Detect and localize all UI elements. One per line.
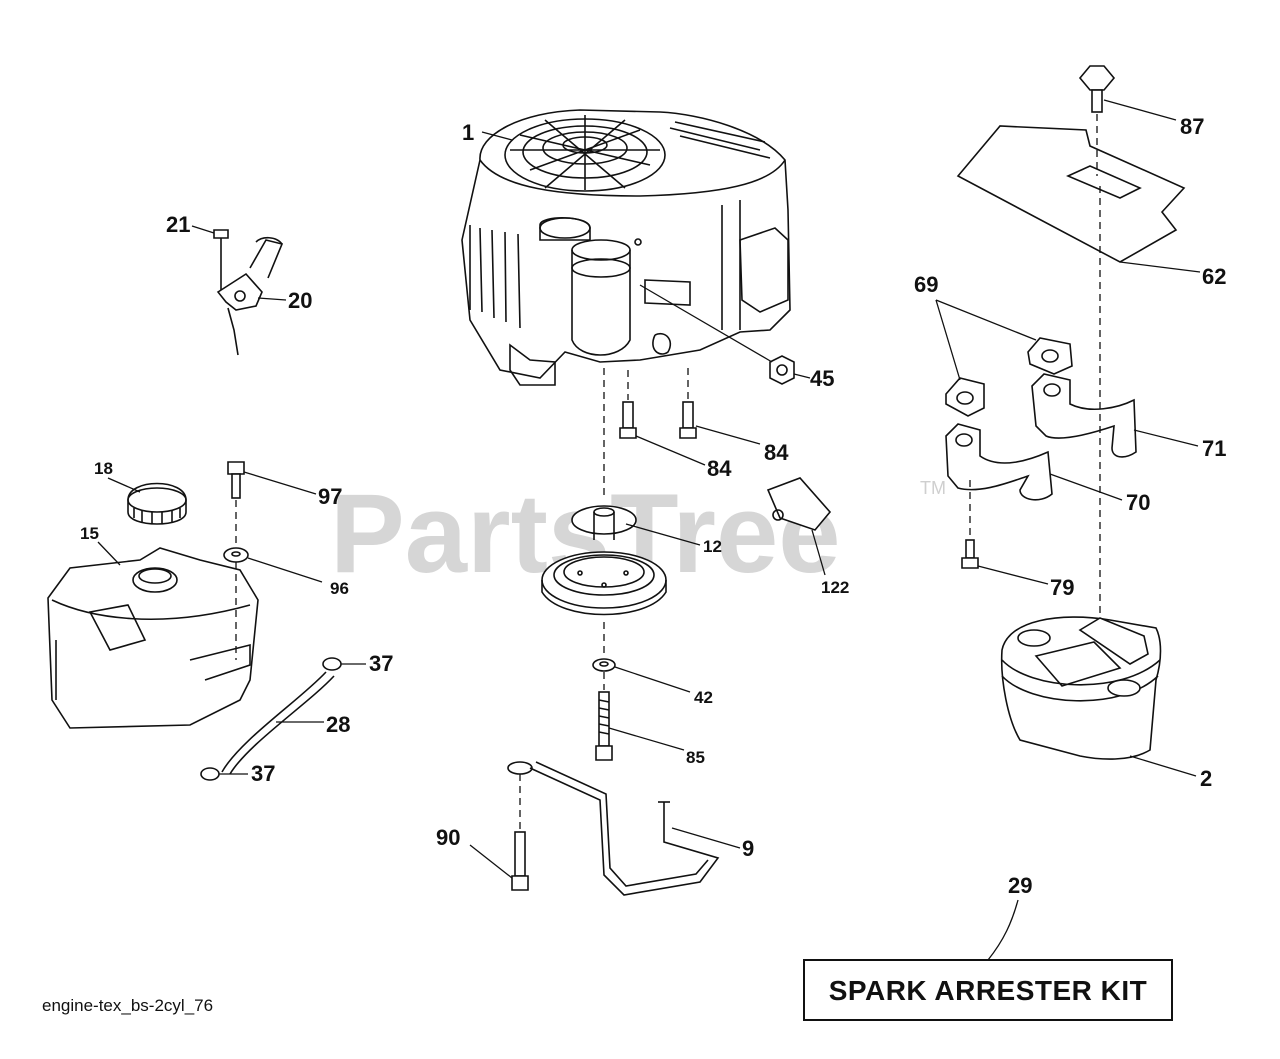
callout-62[interactable]: 62	[1202, 264, 1226, 289]
callout-28[interactable]: 28	[326, 712, 350, 737]
bracket-bolt-part[interactable]	[469, 774, 529, 891]
callout-9[interactable]: 9	[742, 836, 754, 861]
fuel-tank-part[interactable]	[47, 541, 259, 729]
callout-87[interactable]: 87	[1180, 114, 1204, 139]
callout-42[interactable]: 42	[694, 688, 713, 707]
callout-84a[interactable]: 84	[707, 456, 732, 481]
callout-20[interactable]: 20	[288, 288, 312, 313]
pulley-bolt-part[interactable]	[595, 672, 685, 761]
pulley-part[interactable]	[541, 368, 701, 616]
callout-21[interactable]: 21	[166, 212, 190, 237]
bracket-part[interactable]	[507, 761, 741, 896]
callout-97[interactable]: 97	[318, 484, 342, 509]
callout-70[interactable]: 70	[1126, 490, 1150, 515]
callout-71[interactable]: 71	[1202, 436, 1226, 461]
callout-18[interactable]: 18	[94, 459, 113, 478]
muffler-part[interactable]	[1000, 186, 1197, 777]
callout-85[interactable]: 85	[686, 748, 705, 767]
callout-2[interactable]: 2	[1200, 766, 1212, 791]
callout-1[interactable]: 1	[462, 120, 474, 145]
callout-84b[interactable]: 84	[764, 440, 789, 465]
exhaust-pipe-left-part[interactable]	[945, 423, 1123, 501]
throttle-screw-part[interactable]	[191, 225, 229, 290]
throttle-control-part[interactable]	[216, 236, 287, 356]
callout-37b[interactable]: 37	[251, 761, 275, 786]
callout-69[interactable]: 69	[914, 272, 938, 297]
exhaust-gasket-part[interactable]	[935, 299, 1073, 417]
shield-knob-part[interactable]	[1078, 65, 1177, 176]
engine-bolt-part[interactable]	[619, 368, 761, 466]
callout-122[interactable]: 122	[821, 578, 849, 597]
spark-arrester-kit[interactable]: SPARK ARRESTER KIT	[803, 899, 1173, 1021]
muffler-bolt-part[interactable]	[961, 480, 1049, 585]
callout-90[interactable]: 90	[436, 825, 460, 850]
exhaust-pipe-right-part[interactable]	[1031, 373, 1199, 458]
heat-shield-part[interactable]	[956, 125, 1201, 273]
engine-part[interactable]	[461, 109, 791, 386]
callout-79[interactable]: 79	[1050, 575, 1074, 600]
diagram-code: engine-tex_bs-2cyl_76	[42, 996, 213, 1015]
hose-clamp-lower-part[interactable]	[200, 767, 248, 781]
watermark-trademark: TM	[920, 478, 946, 498]
callout-12[interactable]: 12	[703, 537, 722, 556]
callout-15[interactable]: 15	[80, 524, 99, 543]
fuel-cap-part[interactable]	[107, 477, 187, 525]
callout-45[interactable]: 45	[810, 366, 834, 391]
hose-clamp-upper-part[interactable]	[322, 657, 366, 671]
fuel-line-part[interactable]	[221, 671, 335, 775]
spark-arrester-kit-label: SPARK ARRESTER KIT	[829, 975, 1148, 1006]
callout-37a[interactable]: 37	[369, 651, 393, 676]
nut-part[interactable]	[639, 284, 811, 385]
clip-part[interactable]	[766, 477, 832, 576]
tank-washer-part[interactable]	[223, 500, 323, 660]
washer-42-part[interactable]	[592, 622, 691, 693]
tank-screw-part[interactable]	[227, 461, 317, 499]
callout-29[interactable]: 29	[1008, 873, 1032, 898]
callout-96[interactable]: 96	[330, 579, 349, 598]
